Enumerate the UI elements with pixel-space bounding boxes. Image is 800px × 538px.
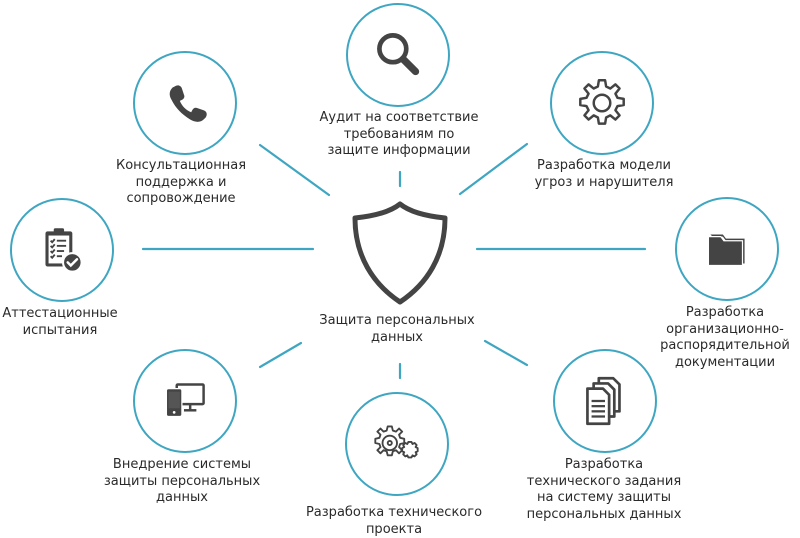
phone-icon xyxy=(169,85,207,122)
node-org-docs[interactable] xyxy=(675,197,779,301)
shield-icon xyxy=(352,201,448,305)
node-attestation[interactable] xyxy=(10,198,114,302)
node-attestation-label: Аттестационные испытания xyxy=(2,306,118,338)
node-implementation-label: Внедрение системы защиты персональных да… xyxy=(103,457,261,505)
devices-icon xyxy=(165,383,205,418)
node-implementation[interactable] xyxy=(133,349,237,453)
documents-icon xyxy=(586,376,621,426)
node-audit-label: Аудит на соответствие требованиям по защ… xyxy=(319,110,479,158)
node-tech-spec-label: Разработка технического задания на систе… xyxy=(526,457,682,522)
connector-threat-model xyxy=(458,142,529,196)
node-threat-model[interactable] xyxy=(550,51,654,155)
node-tech-project-label: Разработка технического проекта xyxy=(305,505,483,537)
connector-tech-spec xyxy=(483,339,529,367)
node-consulting-label: Консультационная поддержка и сопровожден… xyxy=(115,158,247,206)
node-threat-model-label: Разработка модели угроз и нарушителя xyxy=(534,158,674,190)
node-consulting[interactable] xyxy=(133,51,237,155)
gear-icon xyxy=(579,79,625,125)
folder-icon xyxy=(707,234,745,267)
node-tech-spec[interactable] xyxy=(553,349,657,453)
checklist-icon xyxy=(45,228,83,273)
node-org-docs-label: Разработка организационно- распорядитель… xyxy=(660,305,790,370)
search-icon xyxy=(377,33,420,76)
connector-implementation xyxy=(258,341,303,369)
gears-icon xyxy=(374,425,419,459)
node-tech-project[interactable] xyxy=(345,392,449,496)
center-label: Защита персональных данных xyxy=(319,313,475,345)
connector-consulting xyxy=(258,143,331,197)
node-audit[interactable] xyxy=(346,3,450,107)
